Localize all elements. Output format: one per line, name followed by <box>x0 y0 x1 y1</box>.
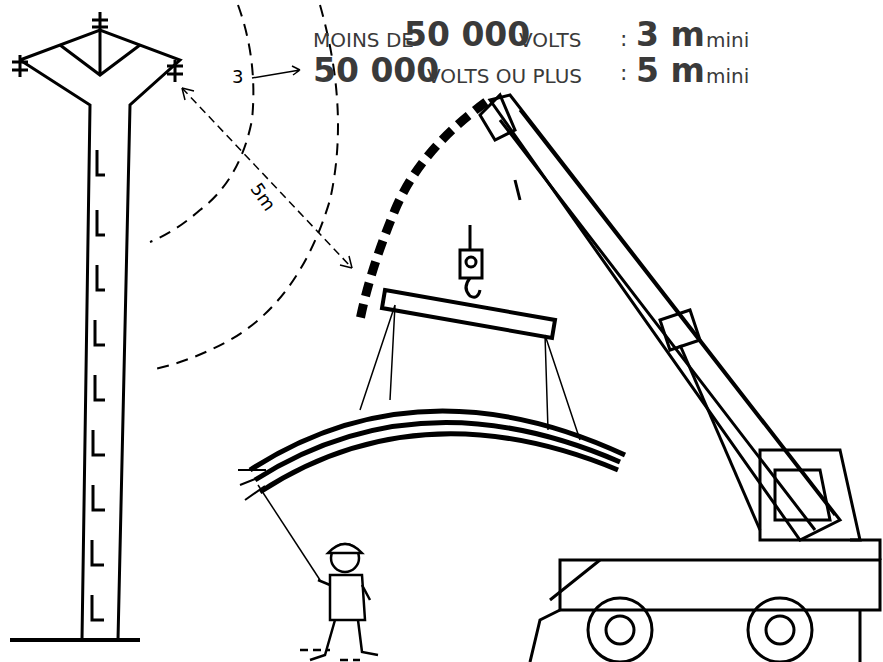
voltage-rule-text: mini <box>706 66 749 86</box>
voltage-rule-text: 50 000 <box>313 54 439 87</box>
clearance-arcs <box>150 5 338 370</box>
voltage-rule-text: : <box>620 62 627 84</box>
voltage-rule-text: mini <box>706 30 749 50</box>
pylon <box>10 12 183 640</box>
voltage-rule-text: 3 m <box>636 18 705 51</box>
voltage-rule-text: 50 000 <box>404 18 530 51</box>
worker <box>258 485 378 660</box>
voltage-rule-text: VOLTS <box>519 30 581 50</box>
hook-and-load <box>238 225 625 500</box>
crane <box>480 95 880 662</box>
dimension-label: 3 <box>232 68 243 86</box>
voltage-rule-text: : <box>620 28 627 50</box>
voltage-rule-text: 5 m <box>636 54 705 87</box>
voltage-rule-text: VOLTS OU PLUS <box>427 66 582 86</box>
boom-swing-arc <box>360 102 486 320</box>
dimension-arrow <box>182 66 352 268</box>
voltage-rule-text: MOINS DE <box>313 30 414 50</box>
